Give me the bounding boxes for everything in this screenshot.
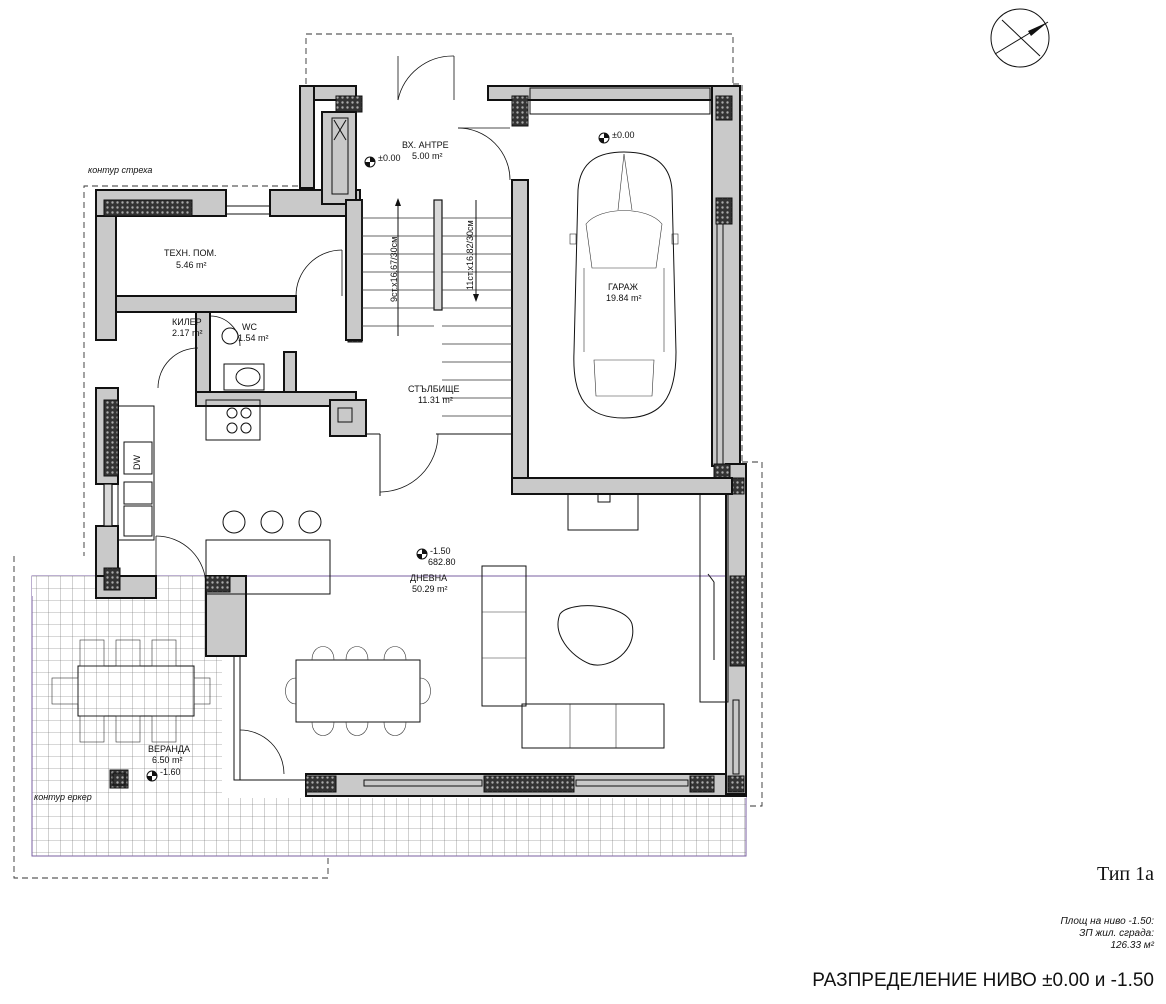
type-label: Тип 1а (1096, 863, 1154, 885)
room-name-living: ДНЕВНА (410, 573, 447, 583)
interior-walls (115, 111, 733, 496)
area-summary: Площ на ниво -1.50: ЗП жил. сграда: 126.… (954, 916, 1154, 952)
room-name-vestibule: ВХ. АНТРЕ (402, 140, 449, 150)
room-name-garage: ГАРАЖ (608, 282, 639, 292)
room-area-tech: 5.46 m² (176, 260, 207, 270)
level-living: -1.50 (430, 546, 451, 556)
stair-flight-left-label: 9ст.х16.67/30см (389, 237, 399, 302)
room-labels: ВХ. АНТРЕ 5.00 m² ±0.00 ±0.00 ТЕХН. ПОМ.… (34, 130, 642, 802)
stair-flight-right-label: 11ст.х16.82/30см (465, 220, 475, 290)
level-marker-icon (416, 548, 428, 560)
room-name-pantry: КИЛЕР (172, 317, 202, 327)
doors (155, 55, 511, 775)
room-area-vestibule: 5.00 m² (412, 151, 443, 161)
level-marker-icon (364, 156, 376, 168)
level-marker-icon (598, 132, 610, 144)
room-area-veranda: 6.50 m² (152, 755, 183, 765)
eave-outline-label: контур стреха (88, 165, 152, 175)
veranda-paving (31, 575, 747, 857)
area-label-building: ЗП жил. сграда: (1079, 928, 1154, 939)
wc-fixtures (221, 327, 265, 391)
room-area-living: 50.29 m² (412, 584, 448, 594)
sheet-title: РАЗПРЕДЕЛЕНИЕ НИВО ±0.00 и -1.50 (812, 970, 1154, 991)
area-value: 126.33 м² (1110, 940, 1154, 951)
dishwasher-label: DW (132, 455, 142, 470)
level-living-absolute: 682.80 (428, 557, 456, 567)
veranda-furniture (51, 639, 211, 743)
level-vestibule: ±0.00 (378, 153, 400, 163)
level-markers (146, 132, 610, 782)
level-garage: ±0.00 (612, 130, 634, 140)
living-furniture (285, 493, 729, 749)
room-name-tech: ТЕХН. ПОМ. (164, 248, 216, 258)
room-area-stair: 11.31 m² (418, 395, 453, 405)
staircase: 9ст.х16.67/30см 11ст.х16.82/30см (361, 198, 512, 417)
kitchen-units: DW (117, 399, 331, 595)
room-name-stair: СТЪЛБИЩЕ (408, 384, 460, 394)
room-area-pantry: 2.17 m² (172, 328, 203, 338)
level-veranda: -1.60 (160, 767, 181, 777)
room-name-wc: WC (242, 322, 257, 332)
level-marker-icon (146, 770, 158, 782)
car-symbol (569, 151, 679, 419)
room-name-veranda: ВЕРАНДА (148, 744, 190, 754)
room-area-wc: 1.54 m² (238, 333, 269, 343)
bay-outline-label: контур еркер (34, 792, 92, 802)
room-area-garage: 19.84 m² (606, 293, 642, 303)
area-label-level: Площ на ниво -1.50: (1060, 916, 1154, 927)
north-arrow-icon (990, 8, 1050, 68)
